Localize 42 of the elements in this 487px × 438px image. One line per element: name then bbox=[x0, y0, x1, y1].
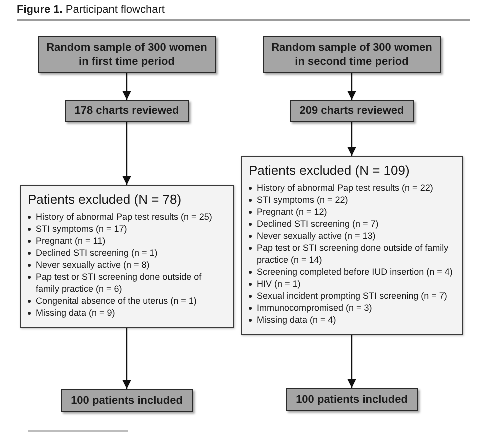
arrow bbox=[348, 122, 356, 156]
process-box bbox=[61, 389, 193, 412]
box-text: Random sample of 300 women in second time period bbox=[270, 40, 434, 68]
exclusion-box bbox=[20, 185, 234, 328]
exclusion-reason: Never sexually active (n = 8) bbox=[36, 259, 150, 271]
box-text: Random sample of 300 women in first time period bbox=[46, 40, 208, 68]
exclusion-reason: Congenital absence of the uterus (n = 1) bbox=[36, 295, 197, 307]
exclusion-reason: Pregnant (n = 11) bbox=[36, 235, 106, 247]
exclusion-reason: Immunocompromised (n = 3) bbox=[257, 302, 372, 314]
exclusion-box bbox=[241, 156, 463, 335]
arrow bbox=[348, 73, 356, 100]
exclusion-reason: Never sexually active (n = 13) bbox=[257, 230, 376, 242]
exclusion-reason: Declined STI screening (n = 1) bbox=[36, 247, 158, 259]
arrow bbox=[122, 73, 132, 100]
exclusion-reason: Screening completed before IUD insertion (n = 4) bbox=[257, 266, 453, 278]
arrow bbox=[122, 122, 132, 185]
exclusion-reason: Missing data (n = 9) bbox=[36, 307, 116, 319]
box-text: 100 patients included bbox=[296, 392, 408, 406]
exclusion-reason: Declined STI screening (n = 7) bbox=[257, 218, 379, 230]
figure-title: Figure 1. Participant flowchart bbox=[17, 3, 165, 17]
exclusion-reason: Pap test or STI screening done outside of family practice (n = 6) bbox=[36, 271, 203, 295]
process-box bbox=[65, 100, 189, 122]
exclusion-reason: Pregnant (n = 12) bbox=[257, 206, 328, 218]
box-heading: Patients excluded (N = 78) bbox=[28, 191, 183, 208]
exclusion-reason: STI symptoms (n = 22) bbox=[257, 194, 348, 206]
process-box bbox=[38, 36, 216, 73]
box-heading: Patients excluded (N = 109) bbox=[249, 162, 411, 179]
exclusion-reason: HIV (n = 1) bbox=[257, 278, 301, 290]
process-box bbox=[286, 388, 418, 411]
exclusion-reason: History of abnormal Pap test results (n = 25) bbox=[36, 211, 212, 223]
box-text: 178 charts reviewed bbox=[74, 104, 180, 118]
box-text: 100 patients included bbox=[71, 394, 183, 408]
exclusion-reason: Sexual incident prompting STI screening (n = 7) bbox=[257, 290, 448, 302]
arrow bbox=[122, 328, 132, 389]
box-text: 209 charts reviewed bbox=[300, 104, 404, 118]
exclusion-reason: Missing data (n = 4) bbox=[257, 314, 336, 326]
exclusion-reason: Pap test or STI screening done outside of family practice (n = 14) bbox=[257, 242, 450, 266]
process-box bbox=[290, 100, 414, 122]
arrow bbox=[348, 335, 356, 388]
exclusion-reason: History of abnormal Pap test results (n = 22) bbox=[257, 182, 434, 194]
process-box bbox=[263, 36, 441, 73]
exclusion-reason: STI symptoms (n = 17) bbox=[36, 223, 128, 235]
